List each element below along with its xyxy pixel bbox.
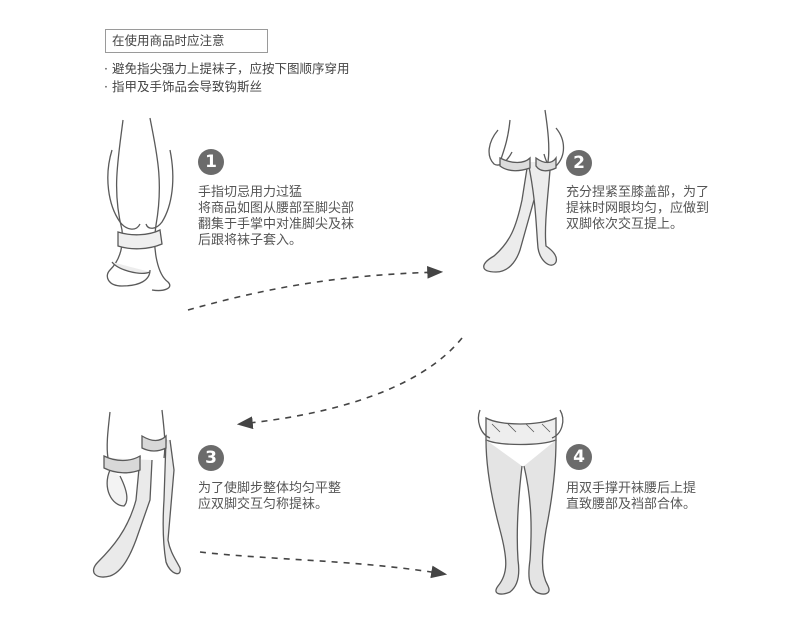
step-4-line: 直致腰部及裆部合体。 <box>566 497 696 513</box>
step-1-badge: 1 <box>198 149 224 175</box>
step-3-line: 为了使脚步整体均匀平整 <box>198 481 341 497</box>
notice-item: · 避免指尖强力上提袜子，应按下图顺序穿用 <box>104 60 349 78</box>
step-4-line: 用双手撑开袜腰后上提 <box>566 481 696 497</box>
step-2-line: 充分捏紧至膝盖部，为了 <box>566 185 709 201</box>
arrow-1-to-2 <box>188 272 440 310</box>
step-3-line: 应双脚交互匀称提袜。 <box>198 497 341 513</box>
step-4-description: 用双手撑开袜腰后上提 直致腰部及裆部合体。 <box>566 481 696 513</box>
notice-title: 在使用商品时应注意 <box>105 29 268 53</box>
step-3-description: 为了使脚步整体均匀平整 应双脚交互匀称提袜。 <box>198 481 341 513</box>
step-4-badge: 4 <box>566 444 592 470</box>
step4-figure <box>478 410 562 594</box>
arrow-2-to-3 <box>240 338 462 424</box>
step-1-line: 手指切忌用力过猛 <box>198 185 354 201</box>
step-1-line: 后跟将袜子套入。 <box>198 233 354 249</box>
step-3-badge: 3 <box>198 445 224 471</box>
step-1-line: 将商品如图从腰部至脚尖部 <box>198 201 354 217</box>
step-2-line: 提袜时网眼均匀，应做到 <box>566 201 709 217</box>
arrow-3-to-4 <box>200 552 444 574</box>
notice-item: · 指甲及手饰品会导致钩斯丝 <box>104 78 349 96</box>
notice-list: · 避免指尖强力上提袜子，应按下图顺序穿用 · 指甲及手饰品会导致钩斯丝 <box>104 60 349 96</box>
step3-figure <box>94 410 181 577</box>
step-2-line: 双脚依次交互提上。 <box>566 217 709 233</box>
step-2-description: 充分捏紧至膝盖部，为了 提袜时网眼均匀，应做到 双脚依次交互提上。 <box>566 185 709 233</box>
step-1-description: 手指切忌用力过猛 将商品如图从腰部至脚尖部 翻集于手掌中对准脚尖及袜 后跟将袜子… <box>198 185 354 249</box>
step-2-badge: 2 <box>566 150 592 176</box>
step2-figure <box>484 110 564 272</box>
step-1-line: 翻集于手掌中对准脚尖及袜 <box>198 217 354 233</box>
step1-figure <box>107 118 173 291</box>
